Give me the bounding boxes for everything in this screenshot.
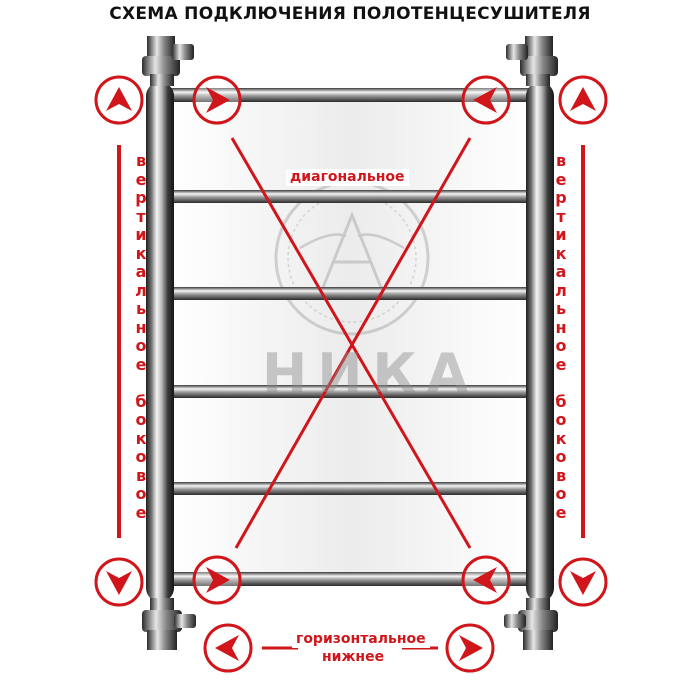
arrow-left-top-icon xyxy=(94,75,144,125)
label-horizontal: горизонтальное xyxy=(292,631,430,648)
label-bottom: нижнее xyxy=(318,649,389,666)
bottom-right-valve xyxy=(504,598,558,650)
top-left-valve xyxy=(142,36,194,86)
bottom-left-valve xyxy=(142,598,196,650)
side-pipes xyxy=(146,82,554,602)
arrow-inner-top-left-icon xyxy=(192,75,242,125)
top-right-valve xyxy=(506,36,558,86)
arrow-left-bottom-icon xyxy=(94,557,144,607)
arrow-inner-bottom-right-icon xyxy=(461,555,511,605)
arrow-inner-top-right-icon xyxy=(461,75,511,125)
arrow-right-bottom-icon xyxy=(558,557,608,607)
arrow-bottom-left-icon xyxy=(203,623,253,673)
diagram-title: СХЕМА ПОДКЛЮЧЕНИЯ ПОЛОТЕНЦЕСУШИТЕЛЯ xyxy=(109,4,591,24)
vertical-connection-lines xyxy=(117,145,585,538)
watermark-brand: НИКА xyxy=(262,342,479,405)
label-diagonal: диагональное xyxy=(286,169,409,186)
arrow-bottom-right-icon xyxy=(445,623,495,673)
arrow-inner-bottom-left-icon xyxy=(192,555,242,605)
arrow-layer xyxy=(94,75,608,673)
arrow-right-top-icon xyxy=(558,75,608,125)
towel-rungs xyxy=(150,88,550,586)
diagonal-connection-lines xyxy=(230,137,472,549)
